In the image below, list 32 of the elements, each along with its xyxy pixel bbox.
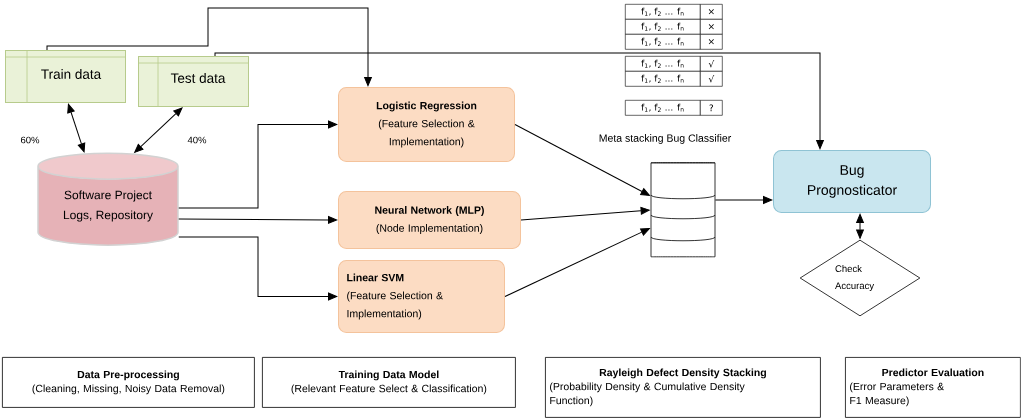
model-box: Linear SVM (Feature Selection & Implementation)	[338, 260, 505, 333]
edge-label: 40%	[186, 135, 208, 145]
double-arrow	[134, 107, 183, 153]
table-cell: ×	[700, 19, 723, 35]
double-arrow	[67, 103, 86, 153]
edge-label: 60%	[19, 135, 41, 145]
arrow	[504, 228, 650, 297]
arrow	[514, 124, 650, 196]
double-arrow	[856, 213, 864, 239]
arrow	[178, 120, 338, 209]
model-box: Neural Network (MLP) (Node Implementation)	[338, 191, 521, 249]
arrow	[178, 236, 338, 301]
arrow	[214, 52, 824, 150]
stage-box: Training Data Model (Relevant Feature Select & Classification)	[262, 357, 516, 408]
dataset-box: Train data	[4, 49, 126, 103]
table-cell: √	[700, 71, 723, 87]
stage-box: Rayleigh Defect Density Stacking (Probability Density & Cumulative Density Function)	[545, 357, 821, 418]
model-box: Logistic Regression (Feature Selection & Implementation)	[338, 87, 515, 162]
table-cell: √	[700, 56, 723, 72]
arrow	[520, 206, 650, 221]
table-cell: ×	[700, 34, 723, 50]
arrow	[714, 196, 773, 204]
cylinder-caption: Meta stacking Bug Classifier	[599, 134, 732, 144]
stage-box: Predictor Evaluation (Error Parameters & F1 Measure)	[845, 357, 1021, 418]
process-box: Bug Prognosticator	[773, 150, 931, 213]
arrow	[178, 216, 338, 224]
stage-box: Data Pre-processing (Cleaning, Missing, Noisy Data Removal)	[2, 357, 255, 408]
database-cylinder: Software Project Logs, Repository	[37, 152, 179, 246]
table-cell: ?	[700, 100, 723, 116]
table-cell: ×	[700, 4, 723, 20]
dataset-box: Test data	[137, 55, 249, 107]
arrow	[46, 7, 372, 87]
